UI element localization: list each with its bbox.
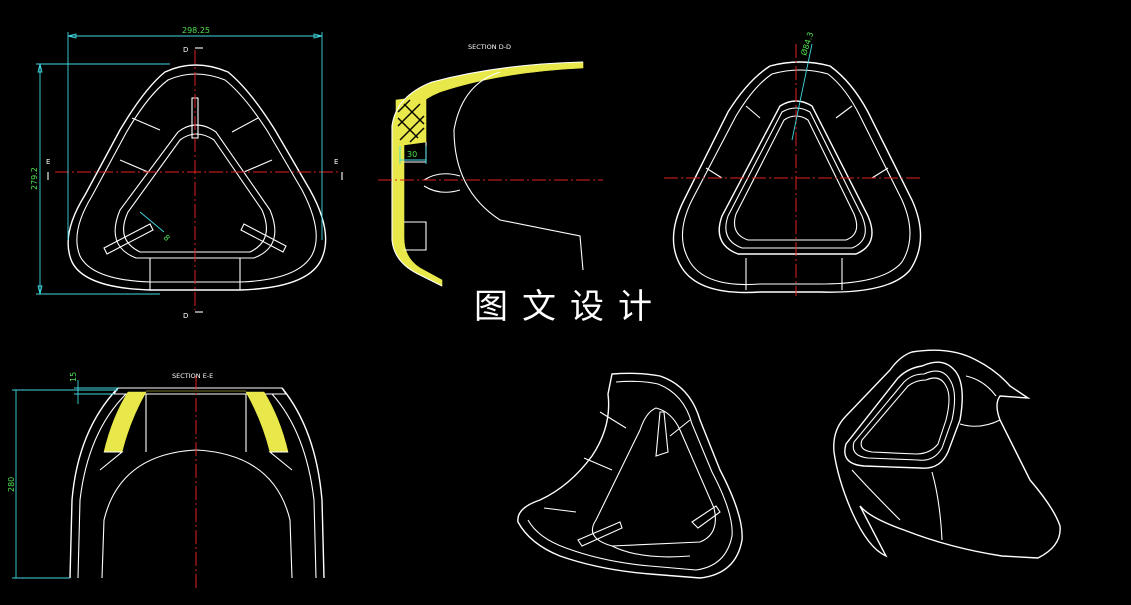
iso2-outer-outline xyxy=(833,349,1061,559)
section-e-outer-left-2 xyxy=(77,393,127,579)
top-view-rib-left xyxy=(103,223,154,255)
dim-height-text: 279.2 xyxy=(30,167,39,190)
watermark-text: 图文设计 xyxy=(474,287,666,327)
section-d-outer-line xyxy=(391,61,584,287)
top-view-inner-recess xyxy=(123,133,267,253)
iso1-rib-top xyxy=(655,411,669,457)
section-e-view: SECTION E-E 280 15 xyxy=(7,372,325,590)
top-view-inner-recess-2 xyxy=(114,124,276,259)
section-e-inner-step-left xyxy=(99,451,124,471)
iso1-inner-recess xyxy=(591,407,716,547)
iso1-rib-left xyxy=(577,521,623,547)
iso1-outer-outline-2 xyxy=(527,380,733,571)
cut-label-d-top: D xyxy=(183,46,188,54)
top-view-panel-line xyxy=(243,159,273,173)
ring-view-panel-line xyxy=(871,167,889,179)
ring-view-outer-inner-outline xyxy=(681,69,911,286)
top-view: D D E E 298.25 279.2 8 xyxy=(30,26,343,320)
iso1-panel-line xyxy=(669,419,691,437)
section-d-curve xyxy=(423,185,461,193)
dim-arrow xyxy=(37,285,43,295)
ring-view-outer-outline xyxy=(672,61,922,294)
cut-label-e-right: E xyxy=(334,158,338,166)
iso1-panel-line xyxy=(599,411,627,429)
isometric-view-1 xyxy=(517,372,743,579)
dim-arrow xyxy=(67,33,77,39)
section-e-outer-right-2 xyxy=(271,393,317,579)
dim-total-height-text: 280 xyxy=(7,477,16,492)
ring-inner xyxy=(733,115,858,241)
section-d-view: SECTION D-D 30 xyxy=(378,43,603,287)
section-d-curve xyxy=(423,173,461,181)
iso1-outer-outline xyxy=(517,372,743,579)
section-e-inner-step-right xyxy=(268,451,293,471)
section-e-outer-right xyxy=(281,387,325,579)
section-d-title: SECTION D-D xyxy=(468,43,511,51)
top-view-panel-line xyxy=(231,117,259,133)
section-e-hatch-right xyxy=(245,391,289,453)
dim-diameter-text: Ø84.3 xyxy=(798,31,815,57)
iso2-ring-mid xyxy=(852,370,956,461)
top-view-rib-right xyxy=(240,223,287,253)
section-d-hatch-pattern xyxy=(397,99,425,143)
ring-view: Ø84.3 xyxy=(664,31,922,296)
dim-top-offset-text: 15 xyxy=(69,372,78,382)
dim-fillet-leader xyxy=(139,211,165,233)
iso1-rib-right xyxy=(691,505,721,529)
section-e-outer-left xyxy=(69,387,119,579)
iso2-panel-line xyxy=(959,419,1001,427)
iso1-bottom-lip xyxy=(611,545,691,558)
cut-label-d-bottom: D xyxy=(183,312,188,320)
cut-label-e-left: E xyxy=(46,158,50,166)
section-e-inner-arch xyxy=(101,449,293,579)
ring-view-panel-line xyxy=(745,105,761,119)
top-view-panel-line xyxy=(119,159,149,173)
iso2-panel-line xyxy=(931,471,943,541)
ring-view-panel-line xyxy=(835,105,853,119)
iso2-ring-inner xyxy=(860,377,950,455)
dim-arrow xyxy=(313,33,323,39)
iso2-panel-line xyxy=(851,469,901,521)
iso1-panel-line xyxy=(543,507,577,513)
dim-fillet-text: 8 xyxy=(162,233,172,243)
dim-arrow xyxy=(37,63,43,73)
section-e-hatch-left xyxy=(103,391,147,453)
dim-width-text: 298.25 xyxy=(182,26,210,35)
ring-outer xyxy=(718,100,873,255)
iso1-panel-line xyxy=(583,457,613,471)
dim-thickness-text: 30 xyxy=(407,150,417,159)
section-d-hatch-shell xyxy=(391,61,584,287)
section-e-title: SECTION E-E xyxy=(172,372,213,380)
ring-view-panel-line xyxy=(705,167,723,179)
ring-mid xyxy=(725,107,866,249)
dim-diameter-leader xyxy=(791,43,813,141)
section-d-inner-line xyxy=(453,71,584,271)
isometric-view-2 xyxy=(833,349,1061,559)
iso2-ring-outer xyxy=(844,361,963,469)
top-view-panel-line xyxy=(131,117,161,131)
iso2-panel-line xyxy=(965,375,997,397)
top-view-outer-inner-outline xyxy=(76,73,317,283)
section-d-core xyxy=(404,221,427,251)
top-view-outer-outline xyxy=(67,64,327,291)
